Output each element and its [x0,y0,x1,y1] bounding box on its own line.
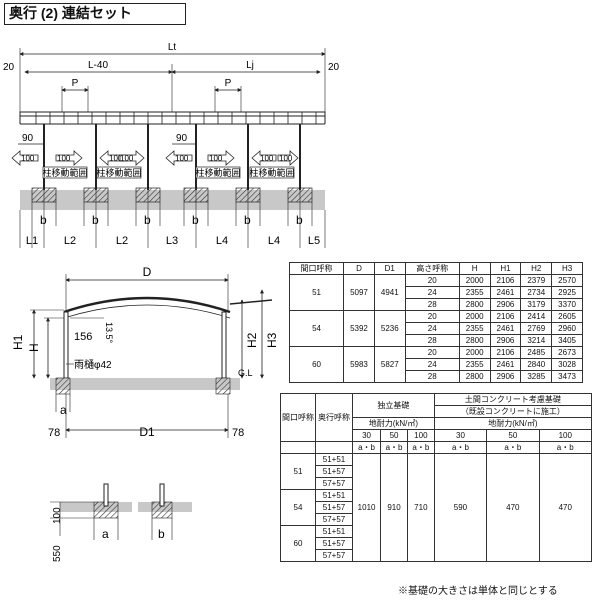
svg-text:100: 100 [209,154,223,163]
svg-text:100: 100 [279,154,293,163]
dim-h1: H1 [11,334,25,350]
svg-text:100: 100 [120,154,134,163]
dim-78-right: 78 [232,427,244,439]
dim-d1: D1 [139,425,155,439]
table-header-row: 間口呼称 D D1 高さ呼称 H H1 H2 H3 [288,262,583,275]
table-row: 57+57 [281,549,592,562]
svg-text:b: b [192,213,199,227]
gl-label: G.L [238,368,253,378]
dim-78-left: 78 [48,427,60,439]
dim-h: H [27,343,41,352]
dim-edge-right: 20 [328,62,340,73]
dim-p-left: P [72,78,79,89]
svg-text:L3: L3 [166,235,178,247]
table-row: 60 5983 5827 20 2000 2106 2485 2673 [288,346,583,383]
dim-90-left: 90 [22,133,34,144]
svg-text:b: b [144,213,151,227]
foundation-table: 間口呼称 奥行呼称 独立基礎 土間コンクリート考慮基礎 （既設コンクリートに施工… [280,393,593,562]
table-row: 51 51+51 1010 910 710 590 470 470 [280,453,593,562]
svg-text:100: 100 [260,154,274,163]
table-row: 24 2355 2461 2840 3028 [290,358,583,371]
section-view: D H1 H H2 H3 156 13.5° 雨樋φ42 G.L [11,265,279,439]
table-header-row: a・b a・b a・b a・b a・b a・b [280,441,593,454]
dim-l40: L-40 [88,60,108,71]
table-row: 28 2800 2906 3179 3370 [290,298,583,311]
dim-90-right: 90 [176,133,188,144]
gutter-label: 雨樋φ42 [74,358,112,371]
dim-156: 156 [74,331,92,343]
foundation-a: a [102,527,109,541]
foundation-details: 100 550 a b [50,483,192,562]
svg-text:100: 100 [21,154,35,163]
dim-h3: H3 [265,332,279,348]
dim-d: D [143,265,152,279]
foundation-100: 100 [52,507,63,524]
svg-text:b: b [296,213,303,227]
l-labels: L1 L2 L2 L3 L4 L4 L5 [26,235,320,247]
svg-text:L2: L2 [64,235,76,247]
table-row: 54 51+51 [280,489,592,526]
svg-text:L5: L5 [308,235,320,247]
svg-text:L4: L4 [216,235,228,247]
svg-text:100: 100 [109,154,123,163]
svg-text:柱移動範囲: 柱移動範囲 [195,167,240,178]
foundation-b: b [158,527,165,541]
svg-text:100: 100 [57,154,71,163]
svg-text:L1: L1 [26,235,38,247]
svg-text:b: b [92,213,99,227]
table-row: 28 2800 2906 3285 3473 [290,370,583,383]
adjust-arrows: 100 100 100 100 100 100 100 100 [11,150,299,166]
svg-text:L4: L4 [268,235,280,247]
foundation-550: 550 [52,545,63,562]
svg-text:100: 100 [175,154,189,163]
table-row: 60 51+51 [280,525,592,562]
dim-lt: Lt [168,42,177,53]
svg-text:b: b [244,213,251,227]
dim-lj: Lj [246,60,254,71]
table-row: 51 5097 4941 20 2000 2106 2379 2570 [288,274,583,311]
svg-text:柱移動範囲: 柱移動範囲 [249,167,294,178]
svg-text:b: b [40,213,47,227]
table-row: 54 5392 5236 20 2000 2106 2414 2605 [288,310,583,347]
top-view: Lt L-40 Lj 20 20 P P [3,42,340,248]
page-title: 奥行 (2) 連結セット [4,3,186,25]
pillar-range-labels: 柱移動範囲 柱移動範囲 柱移動範囲 柱移動範囲 [42,166,295,179]
svg-text:柱移動範囲: 柱移動範囲 [96,167,141,178]
dim-a: a [60,403,67,417]
dim-h2: H2 [245,332,259,348]
footnote: ※基礎の大きさは単体と同じとする [398,586,558,597]
table-header-row: 間口呼称 奥行呼称 独立基礎 土間コンクリート考慮基礎 [280,393,593,442]
svg-text:柱移動範囲: 柱移動範囲 [42,167,87,178]
dim-p-right: P [225,78,232,89]
b-labels: b b b b b b [40,213,303,227]
roof-angle: 13.5° [104,322,114,344]
dim-edge-left: 20 [3,62,15,73]
svg-text:L2: L2 [116,235,128,247]
dimension-table: 間口呼称 D D1 高さ呼称 H H1 H2 H3 51 5097 4941 2… [288,262,583,383]
